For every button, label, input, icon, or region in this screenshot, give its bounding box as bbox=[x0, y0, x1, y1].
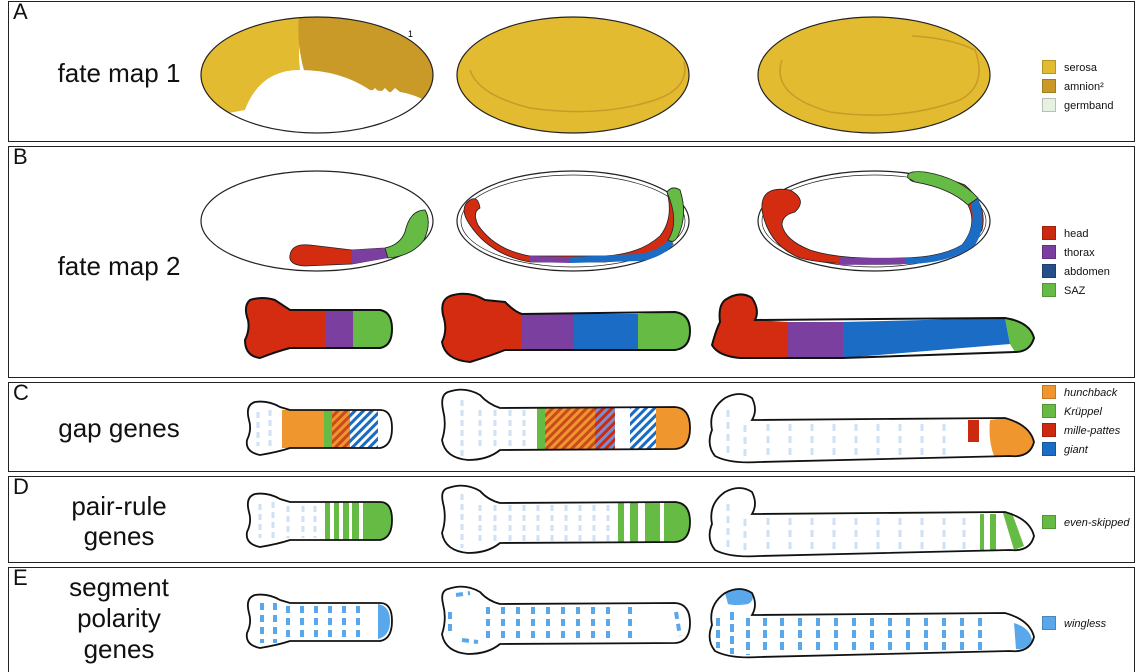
segment-polarity-germband-3 bbox=[710, 589, 1034, 657]
gap-genes-germband-3 bbox=[710, 394, 1034, 462]
segment-polarity-germband-2 bbox=[442, 587, 690, 654]
germband-1 bbox=[245, 298, 392, 358]
footnote-marker: 1 bbox=[408, 29, 413, 39]
fate-map-1-stage-2 bbox=[457, 17, 689, 133]
pair-rule-germband-2 bbox=[442, 486, 690, 553]
segment-polarity-germband-1 bbox=[247, 595, 392, 648]
germband-3 bbox=[712, 294, 1034, 358]
fate-map-2-egg-1 bbox=[201, 171, 433, 271]
fate-map-1-stage-3 bbox=[758, 17, 990, 133]
pair-rule-germband-1 bbox=[247, 494, 392, 547]
pair-rule-germband-3 bbox=[710, 488, 1034, 556]
fate-map-1-stage-1: 1 bbox=[190, 10, 440, 140]
germband-2 bbox=[442, 294, 690, 362]
fate-map-2-egg-3 bbox=[758, 171, 990, 271]
gap-genes-germband-2 bbox=[442, 390, 690, 460]
gap-genes-germband-1 bbox=[247, 402, 392, 455]
fate-map-2-egg-2 bbox=[457, 171, 689, 271]
